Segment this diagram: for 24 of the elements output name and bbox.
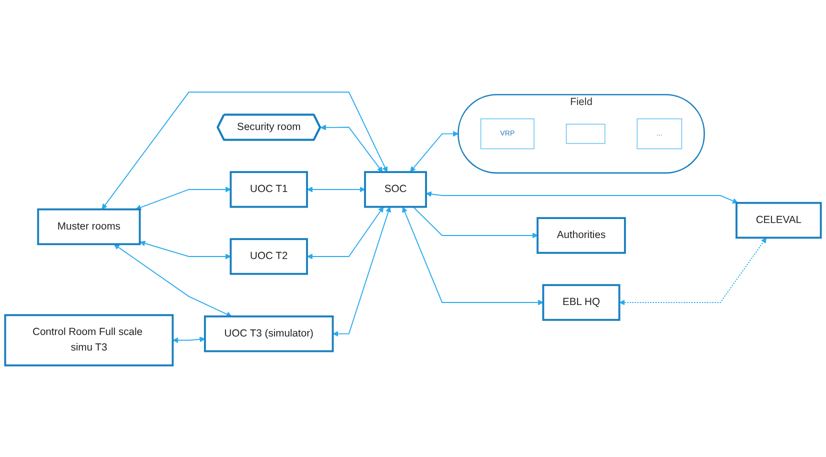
arrow <box>114 244 232 317</box>
node-box: UOC T3 (simulator) <box>204 315 334 352</box>
node-box: SOC <box>364 170 427 208</box>
arrow <box>332 206 392 336</box>
node-box: EBL HQ <box>542 284 620 321</box>
arrow <box>410 130 458 172</box>
node-box: UOC T1 <box>230 170 308 208</box>
arrow <box>136 186 231 210</box>
arrow <box>412 206 538 238</box>
node-box: CELEVAL <box>736 202 822 238</box>
arrow <box>140 240 231 260</box>
node-box: Authorities <box>536 216 626 254</box>
arrow <box>402 206 544 306</box>
arrow <box>426 191 738 204</box>
arrow <box>619 237 767 306</box>
node-box: Muster rooms <box>37 208 141 245</box>
node-box: Control Room Full scale simu T3 <box>4 314 174 366</box>
arrow <box>102 91 388 210</box>
node-box <box>566 124 606 144</box>
arrow <box>307 206 384 260</box>
node-box: UOC T2 <box>230 238 308 275</box>
arrow <box>172 336 206 343</box>
arrow <box>320 124 383 172</box>
arrow <box>307 186 366 192</box>
